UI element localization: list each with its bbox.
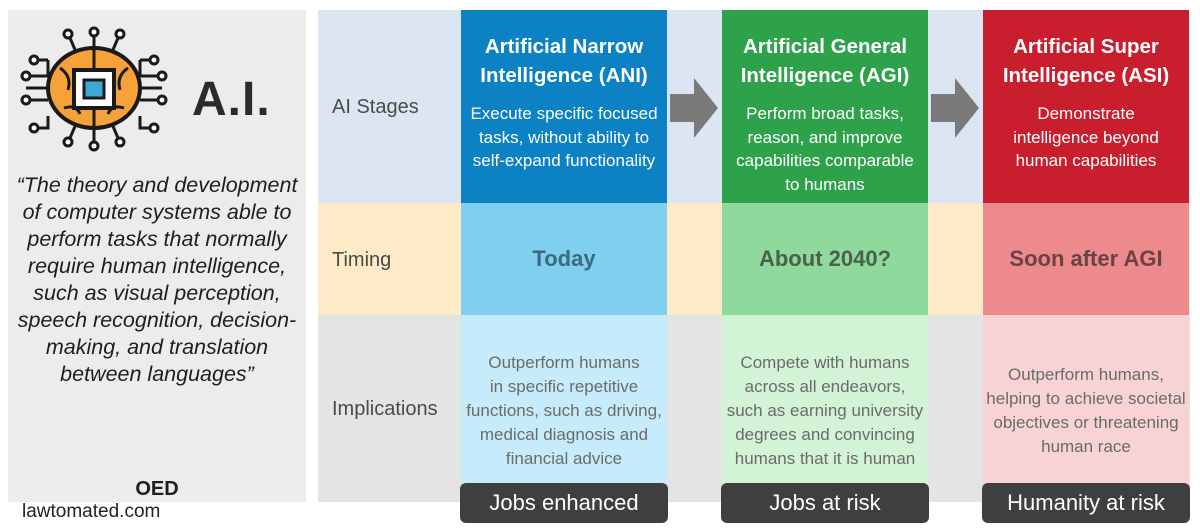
implications-ani: Outperform humans in specific repetitive… — [461, 315, 667, 502]
stage-description: Perform broad tasks, reason, and improve… — [736, 104, 914, 194]
outcome-badge-ani: Jobs enhanced — [460, 483, 668, 523]
row-label-timing: Timing — [332, 249, 392, 271]
brain-chip-icon — [20, 26, 168, 152]
implications-agi: Compete with humans across all endeavors… — [722, 315, 928, 502]
stage-card-asi: Artificial Super Intelligence (ASI) Demo… — [983, 10, 1189, 203]
timing-agi: About 2040? — [722, 203, 928, 315]
timing-asi: Soon after AGI — [983, 203, 1189, 315]
ai-title: A.I. — [192, 73, 271, 126]
outcome-badge-agi: Jobs at risk — [721, 483, 929, 523]
row-label-implications: Implications — [332, 398, 438, 420]
stage-title: Artificial General Intelligence (AGI) — [740, 35, 910, 87]
stage-card-agi: Artificial General Intelligence (AGI) Pe… — [722, 10, 928, 203]
stage-title: Artificial Super Intelligence (ASI) — [1002, 35, 1170, 87]
stage-description: Demonstrate intelligence beyond human ca… — [1013, 104, 1159, 170]
outcome-badge-asi: Humanity at risk — [982, 483, 1190, 523]
row-label-ai-stages: AI Stages — [332, 96, 419, 118]
definition-quote: “The theory and development of computer … — [16, 173, 298, 386]
quote-attribution: OED — [135, 478, 179, 500]
timing-ani: Today — [461, 203, 667, 315]
stage-title: Artificial Narrow Intelligence (ANI) — [480, 35, 648, 87]
right-arrow-icon — [931, 78, 979, 138]
implications-asi: Outperform humans, helping to achieve so… — [983, 315, 1189, 502]
stage-description: Execute specific focused tasks, without … — [470, 104, 658, 170]
source-credit: lawtomated.com — [22, 501, 161, 522]
right-arrow-icon — [670, 78, 718, 138]
stage-card-ani: Artificial Narrow Intelligence (ANI) Exe… — [461, 10, 667, 203]
